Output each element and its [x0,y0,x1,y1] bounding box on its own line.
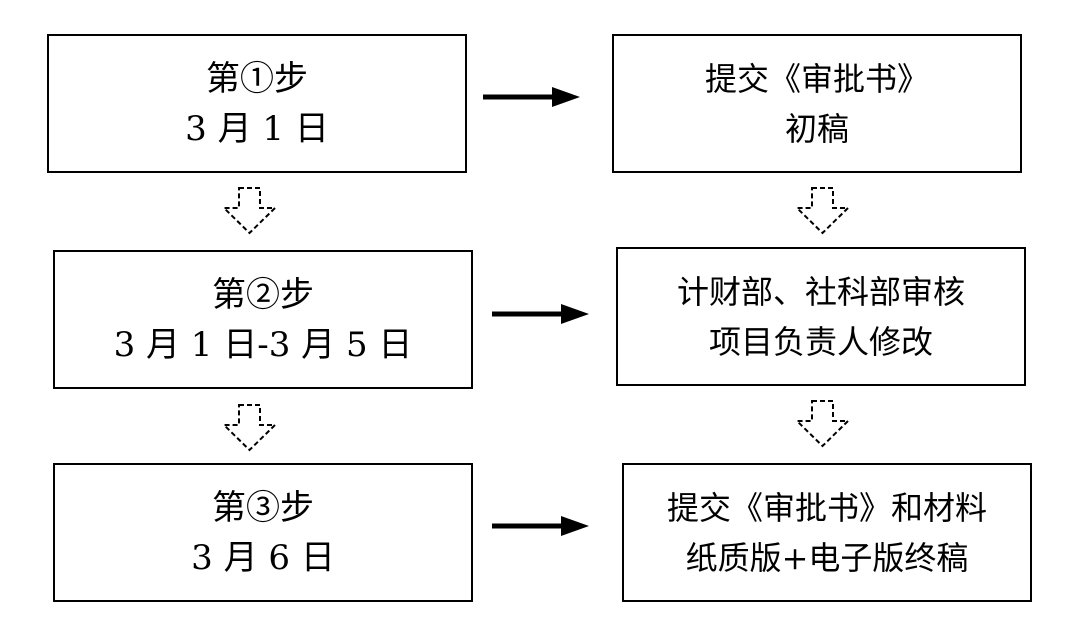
action-2-box: 计财部、社科部审核 项目负责人修改 [616,247,1026,386]
step-2-box: 第②步 3 月 1 日-3 月 5 日 [53,250,473,389]
action-2-line1: 计财部、社科部审核 [676,272,965,311]
step-2-title: 第②步 [212,274,314,315]
right-arrow-2 [492,304,589,324]
action-3-line2: 纸质版+电子版终稿 [685,538,969,577]
right-arrow-3 [492,516,589,536]
step-1-title: 第①步 [206,58,308,99]
action-3-line1: 提交《审批书》和材料 [666,488,987,527]
step-2-date: 3 月 1 日-3 月 5 日 [113,324,413,365]
action-2-line2: 项目负责人修改 [708,322,933,361]
down-arrow-left-1 [221,187,278,235]
action-1-box: 提交《审批书》 初稿 [612,34,1022,173]
step-1-date: 3 月 1 日 [185,108,329,149]
step-3-date: 3 月 6 日 [191,537,335,578]
right-arrow-1 [483,87,580,107]
step-3-box: 第③步 3 月 6 日 [53,463,473,602]
action-1-line1: 提交《审批书》 [704,59,929,98]
step-1-box: 第①步 3 月 1 日 [47,34,467,173]
action-1-line2: 初稿 [784,109,849,148]
down-arrow-left-2 [221,404,278,452]
down-arrow-right-1 [794,187,851,235]
down-arrow-right-2 [794,400,851,448]
action-3-box: 提交《审批书》和材料 纸质版+电子版终稿 [622,463,1032,602]
step-3-title: 第③步 [212,487,314,528]
